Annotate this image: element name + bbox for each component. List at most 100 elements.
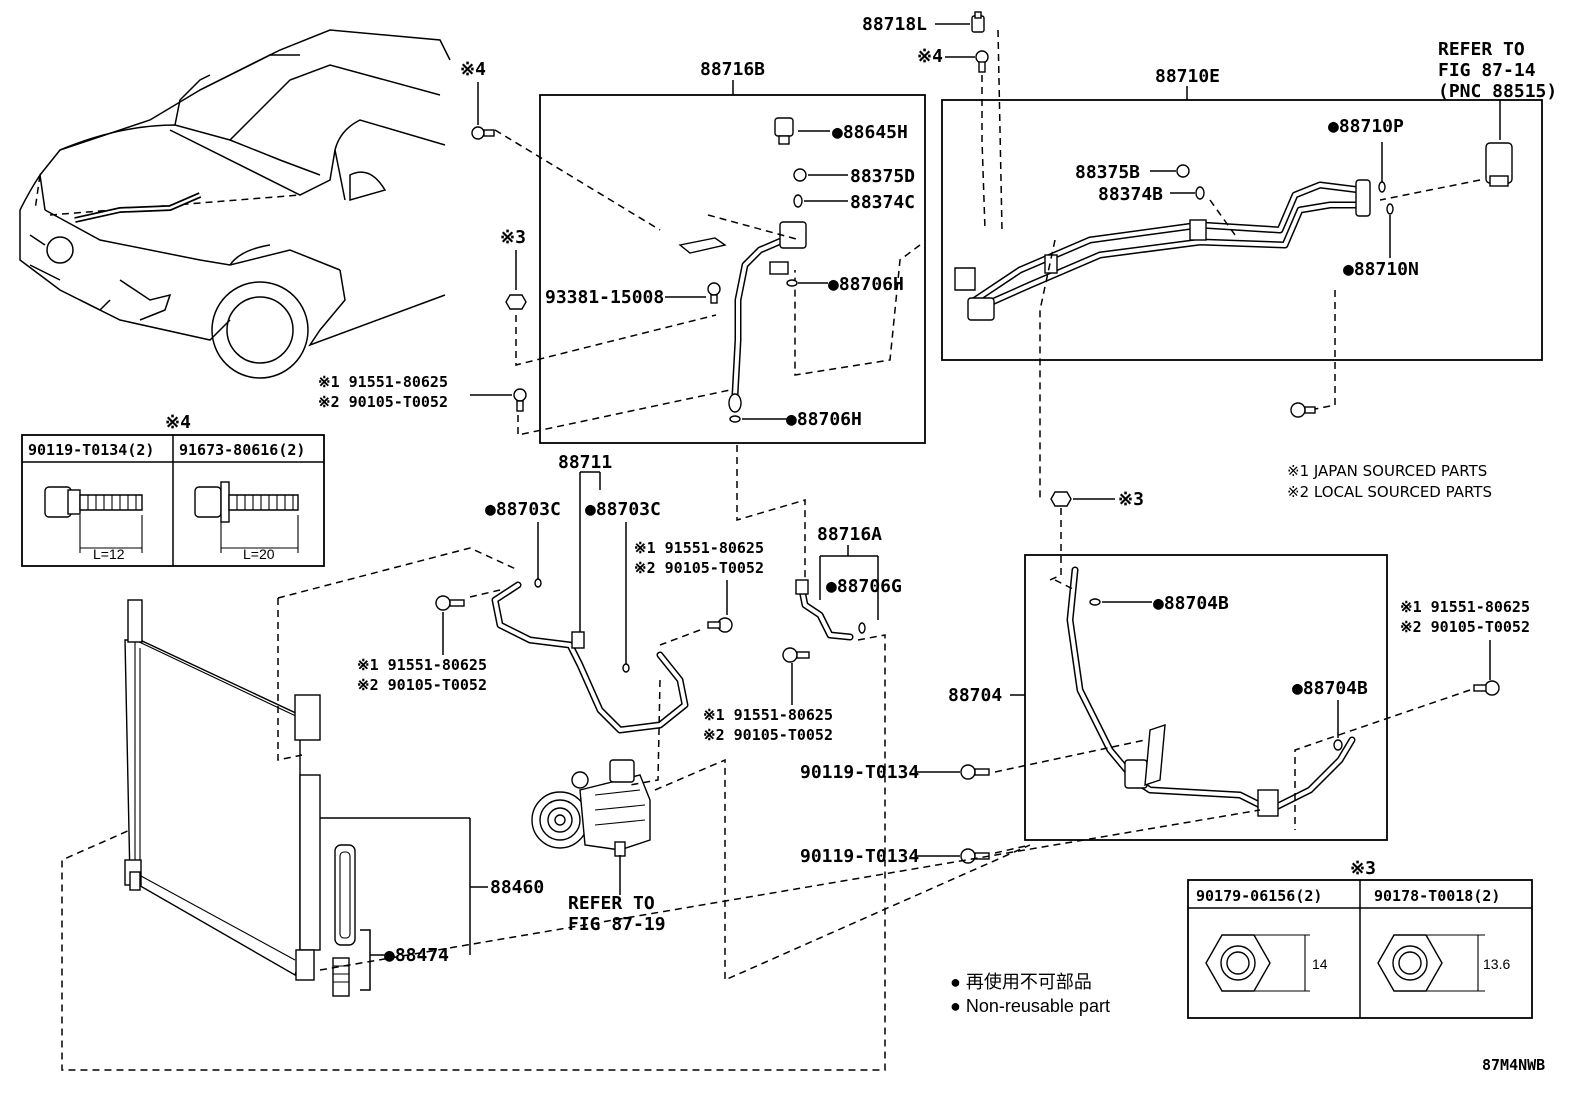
bolt-91673-drawing-icon [194, 481, 299, 553]
table4-header-2: 91673-80616(2) [179, 441, 305, 459]
label-refer-87-14-line2: FIG 87-14 [1438, 60, 1536, 81]
label-bolt-mid-local: ※2 90105-T0052 [634, 559, 764, 577]
label-bolt-comp-jp: ※1 91551-80625 [703, 706, 833, 724]
bolt-right-icon [1473, 680, 1500, 696]
oring-88706h-lower-icon [729, 415, 741, 423]
label-88374c: 88374C [850, 192, 915, 213]
label-88703c-a: ●88703C [485, 499, 561, 520]
label-88710p: ●88710P [1328, 116, 1404, 137]
label-note4-top-mid: ※4 [917, 46, 943, 67]
label-note4-top-left: ※4 [460, 59, 486, 80]
bolt-88710e-bottom-icon [1290, 402, 1316, 418]
vehicle-illustration [19, 29, 451, 379]
label-bolt-cond-jp: ※1 91551-80625 [357, 656, 487, 674]
hose-88704-icon [1066, 566, 1356, 817]
label-88703c-b: ●88703C [585, 499, 661, 520]
bolt-spec-table: 90119-T0134(2) 91673-80616(2) L=12 L=20 [21, 434, 325, 567]
label-93381-15008: 93381-15008 [545, 287, 664, 308]
cap-88375d-icon [793, 168, 807, 182]
bolt-note4-top-icon [975, 50, 989, 73]
frame-88704 [1024, 554, 1388, 841]
nut-90178-drawing-icon [1377, 934, 1485, 992]
bolt-mid-icon [707, 617, 733, 633]
sensor-88645h-icon [774, 117, 794, 145]
condenser-icon [124, 599, 321, 981]
receiver-dryer-icon [1485, 142, 1513, 187]
label-88716b: 88716B [700, 59, 765, 80]
table3-header-1: 90179-06156(2) [1196, 887, 1322, 905]
label-bolt-left-jp: ※1 91551-80625 [318, 373, 448, 391]
nut-90179-drawing-icon [1205, 934, 1310, 992]
nut-note3-right-icon [1050, 491, 1072, 507]
label-note3-table: ※3 [1350, 858, 1376, 879]
label-88645h: ●88645H [832, 122, 908, 143]
bolt-88711-left-icon [435, 595, 465, 611]
table3-header-2: 90178-T0018(2) [1374, 887, 1500, 905]
label-88375b: 88375B [1075, 162, 1140, 183]
label-refer-87-14-line3: (PNC 88515) [1438, 81, 1557, 102]
label-88710e: 88710E [1155, 66, 1220, 87]
cap-88375b-icon [1176, 164, 1190, 178]
label-88704b-lower: ●88704B [1292, 678, 1368, 699]
table4-header-1: 90119-T0134(2) [28, 441, 154, 459]
nut-spec-table: 90179-06156(2) 90178-T0018(2) 14 13.6 [1187, 879, 1533, 1019]
label-90119-t0134-a: 90119-T0134 [800, 762, 919, 783]
label-88460: 88460 [490, 877, 544, 898]
oring-88710n-icon [1386, 203, 1394, 215]
label-88718l: 88718L [862, 14, 927, 35]
label-bolt-mid-jp: ※1 91551-80625 [634, 539, 764, 557]
pipe-88716b-icon [678, 221, 807, 413]
frame-88710e [941, 99, 1543, 361]
figure-code: 87M4NWB [1482, 1056, 1545, 1074]
label-88704: 88704 [948, 685, 1002, 706]
bolt-93381-icon [707, 282, 721, 304]
label-bolt-right-jp: ※1 91551-80625 [1400, 598, 1530, 616]
label-88710n: ●88710N [1343, 259, 1419, 280]
label-88704b-upper: ●88704B [1153, 593, 1229, 614]
bolt-90119-drawing-icon [44, 486, 143, 553]
label-note4-table: ※4 [165, 412, 191, 433]
oring-88710p-icon [1378, 181, 1386, 193]
label-bolt-right-local: ※2 90105-T0052 [1400, 618, 1530, 636]
core-88374c-icon [793, 194, 803, 208]
label-bolt-left-local: ※2 90105-T0052 [318, 393, 448, 411]
compressor-icon [531, 759, 651, 857]
label-local-sourced: ※2 LOCAL SOURCED PARTS [1287, 483, 1492, 501]
bolt-90119-a-icon [960, 764, 990, 780]
label-refer-87-19-line1: REFER TO [568, 893, 655, 914]
table3-dim-1: 14 [1312, 956, 1328, 972]
legend-non-reusable-en: ● Non-reusable part [950, 996, 1110, 1016]
hose-88711-icon [491, 578, 689, 734]
table4-dim-1: L=12 [93, 546, 125, 562]
legend-non-reusable-jp: ● 再使用不可部品 [950, 972, 1092, 992]
label-88706h-lower: ●88706H [786, 409, 862, 430]
label-refer-87-14-line1: REFER TO [1438, 39, 1525, 60]
label-bolt-comp-local: ※2 90105-T0052 [703, 726, 833, 744]
label-90119-t0134-b: 90119-T0134 [800, 846, 919, 867]
label-88706h-upper: ●88706H [828, 274, 904, 295]
label-88711: 88711 [558, 452, 612, 473]
label-bolt-cond-local: ※2 90105-T0052 [357, 676, 487, 694]
bolt-left-icon [513, 388, 527, 412]
nut-note3-left-icon [505, 294, 527, 310]
desiccant-88474-icon [332, 844, 356, 997]
pipe-88716a-icon [795, 579, 866, 641]
oring-88706h-icon [786, 279, 798, 287]
bolt-88716a-icon [782, 647, 810, 663]
fitting-88718l-icon [971, 11, 985, 33]
label-88706g: ●88706G [826, 576, 902, 597]
label-88375d: 88375D [850, 166, 915, 187]
label-note3-right: ※3 [1118, 489, 1144, 510]
label-88716a: 88716A [817, 524, 882, 545]
pipe-88710e-icon [954, 179, 1371, 321]
label-88374b: 88374B [1098, 184, 1163, 205]
label-japan-sourced: ※1 JAPAN SOURCED PARTS [1287, 462, 1487, 480]
label-refer-87-19-line2: FIG 87-19 [568, 914, 666, 935]
label-note3-left: ※3 [500, 227, 526, 248]
table4-dim-2: L=20 [243, 546, 275, 562]
table3-dim-2: 13.6 [1483, 956, 1510, 972]
label-88474: ●88474 [384, 945, 449, 966]
bolt-top-left-icon [471, 126, 495, 140]
core-88374b-icon [1195, 186, 1205, 200]
